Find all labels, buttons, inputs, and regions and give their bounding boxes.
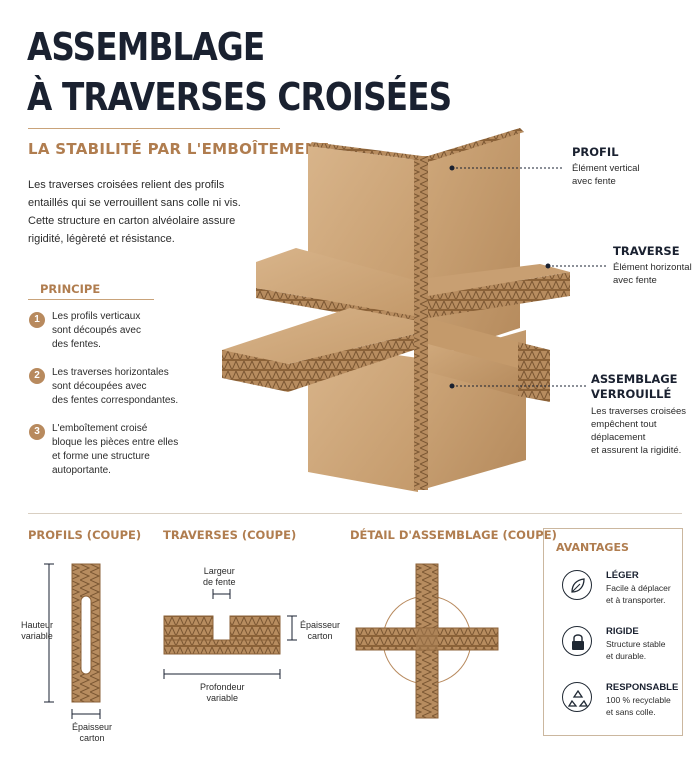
intro-text: Les traverses croisées relient des profi…	[28, 176, 328, 248]
label-line: carton	[307, 631, 333, 641]
avantage-responsable-name: RESPONSABLE	[606, 682, 679, 693]
callout-traverse-title: TRAVERSE	[613, 244, 680, 258]
subtitle: LA STABILITÉ PAR L'EMBOÎTEMENT	[28, 140, 329, 158]
title-line-1: ASSEMBLAGE	[27, 25, 265, 69]
callout-line: avec fente	[613, 275, 657, 286]
label-line: Épaisseur	[300, 620, 341, 630]
step-line: des fentes correspondantes.	[52, 395, 179, 406]
desc-line: et durable.	[606, 651, 647, 661]
label-line: variable	[21, 631, 53, 641]
step-line: des fentes.	[52, 339, 101, 350]
avantages-panel	[543, 528, 683, 736]
callout-leaders	[452, 167, 606, 387]
callout-line: déplacement	[591, 432, 646, 443]
step-line: Les traverses horizontales	[52, 367, 169, 378]
lock-icon	[562, 626, 592, 656]
callout-line: avec fente	[572, 176, 616, 187]
recycle-icon	[562, 682, 592, 712]
callout-line: empêchent tout	[591, 419, 657, 430]
step-line: bloque les pièces entre elles	[52, 437, 179, 448]
desc-line: Facile à déplacer	[606, 583, 671, 593]
hauteur-label: Hauteur variable	[21, 620, 53, 642]
step-3-number: 3	[29, 424, 45, 440]
step-line: autoportante.	[52, 465, 111, 476]
intro-line: Cette structure en carton alvéolaire ass…	[28, 215, 236, 227]
intro-line: Les traverses croisées relient des profi…	[28, 179, 225, 191]
desc-line: 100 % recyclable	[606, 695, 671, 705]
avantage-leger-name: LÉGER	[606, 570, 639, 581]
assembly-detail-drawing	[355, 563, 499, 719]
callout-line: Les traverses croisées	[591, 406, 687, 417]
callout-title-line: VERROUILLÉ	[591, 387, 672, 401]
bottom-divider	[28, 513, 682, 514]
step-1-text: Les profils verticaux sont découpés avec…	[52, 310, 141, 352]
profondeur-label: Profondeur variable	[200, 682, 245, 704]
step-line: sont découpés avec	[52, 325, 141, 336]
profils-coupe-title: PROFILS (COUPE)	[28, 528, 142, 542]
callout-line: et assurent la rigidité.	[591, 445, 682, 456]
callout-traverse-text: Élément horizontal avec fente	[613, 261, 692, 287]
step-2-number: 2	[29, 368, 45, 384]
desc-line: Structure stable	[606, 639, 666, 649]
label-line: Profondeur	[200, 682, 245, 692]
intro-line: rigidité, légèreté et résistance.	[28, 233, 175, 245]
step-2-text: Les traverses horizontales sont découpée…	[52, 366, 178, 408]
traverse-section-drawing	[163, 589, 297, 679]
avantages-title: AVANTAGES	[556, 541, 629, 554]
step-line: Les profils verticaux	[52, 311, 141, 322]
label-line: Épaisseur	[72, 722, 113, 732]
callout-title-line: ASSEMBLAGE	[591, 372, 678, 386]
detail-assemblage-title: DÉTAIL D'ASSEMBLAGE (COUPE)	[350, 528, 557, 542]
callout-assemblage-title: ASSEMBLAGE VERROUILLÉ	[591, 372, 678, 402]
largeur-fente-label: Largeur de fente	[203, 566, 236, 588]
profil-epaisseur-label: Épaisseur carton	[72, 722, 112, 744]
label-line: variable	[206, 693, 239, 703]
intro-line: entaillés qui se verrouillent sans colle…	[28, 197, 241, 209]
principe-title: PRINCIPE	[40, 282, 101, 296]
step-1-number: 1	[29, 312, 45, 328]
principe-divider	[28, 299, 154, 300]
step-line: L'emboîtement croisé	[52, 423, 148, 434]
traverse-epaisseur-label: Épaisseur carton	[300, 620, 340, 642]
avantage-rigide-name: RIGIDE	[606, 626, 639, 637]
step-3-text: L'emboîtement croisé bloque les pièces e…	[52, 422, 178, 478]
title-divider	[28, 128, 280, 129]
desc-line: et à transporter.	[606, 595, 666, 605]
callout-profil-text: Élément vertical avec fente	[572, 162, 640, 188]
title-line-2: À TRAVERSES CROISÉES	[27, 75, 452, 119]
callout-line: Élément horizontal	[613, 262, 692, 273]
label-line: de fente	[203, 577, 236, 587]
label-line: carton	[79, 733, 105, 743]
step-line: sont découpées avec	[52, 381, 147, 392]
profil-section-drawing	[44, 563, 101, 719]
avantage-rigide-desc: Structure stable et durable.	[606, 638, 666, 662]
avantage-responsable-desc: 100 % recyclable et sans colle.	[606, 694, 671, 718]
label-line: Hauteur	[21, 620, 54, 630]
leaf-icon	[562, 570, 592, 600]
traverses-coupe-title: TRAVERSES (COUPE)	[163, 528, 297, 542]
cross-assembly-illustration	[222, 128, 570, 492]
callout-line: Élément vertical	[572, 163, 640, 174]
step-line: et forme une structure	[52, 451, 150, 462]
callout-profil-title: PROFIL	[572, 145, 619, 159]
avantage-leger-desc: Facile à déplacer et à transporter.	[606, 582, 671, 606]
desc-line: et sans colle.	[606, 707, 656, 717]
callout-assemblage-text: Les traverses croisées empêchent tout dé…	[591, 405, 686, 457]
label-line: Largeur	[203, 566, 235, 576]
